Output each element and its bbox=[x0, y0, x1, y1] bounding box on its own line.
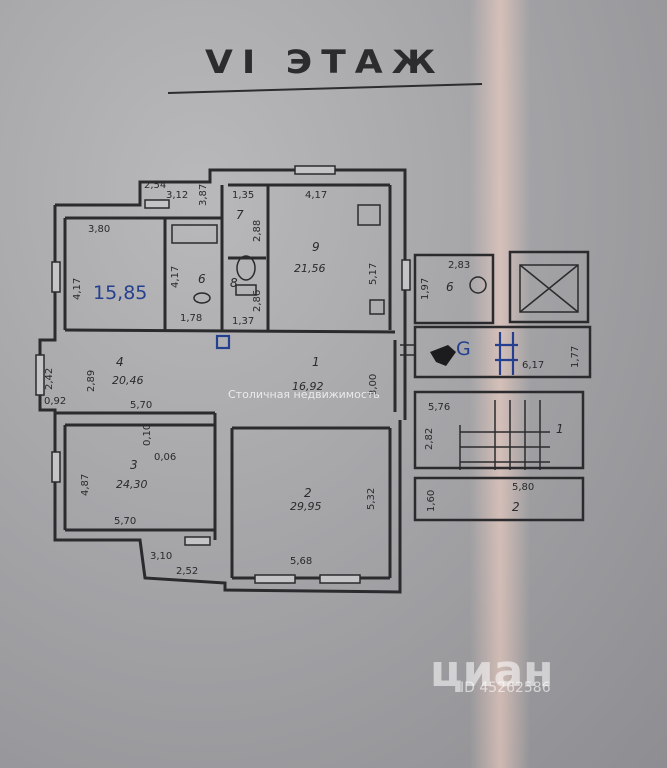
room-3-number: 3 bbox=[130, 458, 138, 472]
stair-r1-number: 1 bbox=[556, 422, 564, 436]
floor-title: VI ЭТАЖ bbox=[205, 44, 445, 81]
room-4-number: 4 bbox=[116, 355, 124, 369]
dim-label: 0,10 bbox=[142, 423, 153, 446]
room-9-area: 21,56 bbox=[294, 262, 326, 275]
dim-label: 5,70 bbox=[114, 516, 137, 527]
entry-mark-handwritten: G bbox=[456, 338, 471, 360]
room-15-area-handwritten: 15,85 bbox=[93, 282, 148, 304]
stair-r1-side: 2,82 bbox=[424, 427, 435, 450]
dim-label: 3,12 bbox=[166, 190, 189, 201]
stair-r2-number: 2 bbox=[512, 500, 520, 514]
dim-label: 0,92 bbox=[44, 396, 67, 407]
room-9-number: 9 bbox=[312, 240, 320, 254]
room-6-number: 6 bbox=[198, 272, 206, 286]
dim-label: 4,17 bbox=[170, 265, 181, 288]
stair-r6-side: 1,97 bbox=[420, 277, 431, 300]
dim-label: 2,89 bbox=[86, 369, 97, 392]
dim-label: 1,35 bbox=[232, 190, 255, 201]
room-1-number: 1 bbox=[312, 355, 320, 369]
center-watermark: Столичная недвижимость bbox=[228, 388, 380, 401]
stair-r2-side: 1,60 bbox=[426, 489, 437, 512]
stair-r1-dim: 5,76 bbox=[428, 402, 451, 413]
dim-label: 3,10 bbox=[150, 551, 173, 562]
stair-corridor-dim: 6,17 bbox=[522, 360, 545, 371]
dim-label: 1,37 bbox=[232, 316, 255, 327]
dim-label: 2,42 bbox=[44, 367, 55, 390]
dim-label: 5,68 bbox=[290, 556, 313, 567]
room-7-number: 7 bbox=[236, 208, 244, 222]
stair-corridor-side: 1,77 bbox=[570, 345, 581, 368]
room-2-number: 2 bbox=[304, 486, 312, 500]
dim-label: 3,87 bbox=[198, 183, 209, 206]
dim-label: 2,86 bbox=[252, 289, 263, 312]
room-2-area: 29,95 bbox=[290, 500, 322, 513]
dim-label: 2,52 bbox=[176, 566, 199, 577]
cian-logo: циан bbox=[430, 646, 554, 697]
dim-label: 1,78 bbox=[180, 313, 203, 324]
dim-label: 4,17 bbox=[305, 190, 328, 201]
cian-brand-text: циан bbox=[430, 646, 554, 697]
room-1-area: 16,92 bbox=[292, 380, 324, 393]
dim-label: 4,87 bbox=[80, 473, 91, 496]
dim-label: 0,06 bbox=[154, 452, 177, 463]
dim-label: 4,17 bbox=[72, 277, 83, 300]
room-4-area: 20,46 bbox=[112, 374, 144, 387]
stair-r6-dim: 2,83 bbox=[448, 260, 471, 271]
room-8-number: 8 bbox=[230, 276, 238, 290]
dim-label: 2,88 bbox=[252, 219, 263, 242]
dim-label: 5,32 bbox=[366, 487, 377, 510]
dim-label: 3,80 bbox=[88, 224, 111, 235]
dim-label: 5,17 bbox=[368, 262, 379, 285]
cian-id: ID 45262586 bbox=[460, 680, 551, 696]
stair-r2-dim: 5,80 bbox=[512, 482, 535, 493]
dim-label: 5,70 bbox=[130, 400, 153, 411]
room-3-area: 24,30 bbox=[116, 478, 148, 491]
stair-r6-number: 6 bbox=[446, 280, 454, 294]
dim-label: 2,54 bbox=[144, 180, 167, 191]
